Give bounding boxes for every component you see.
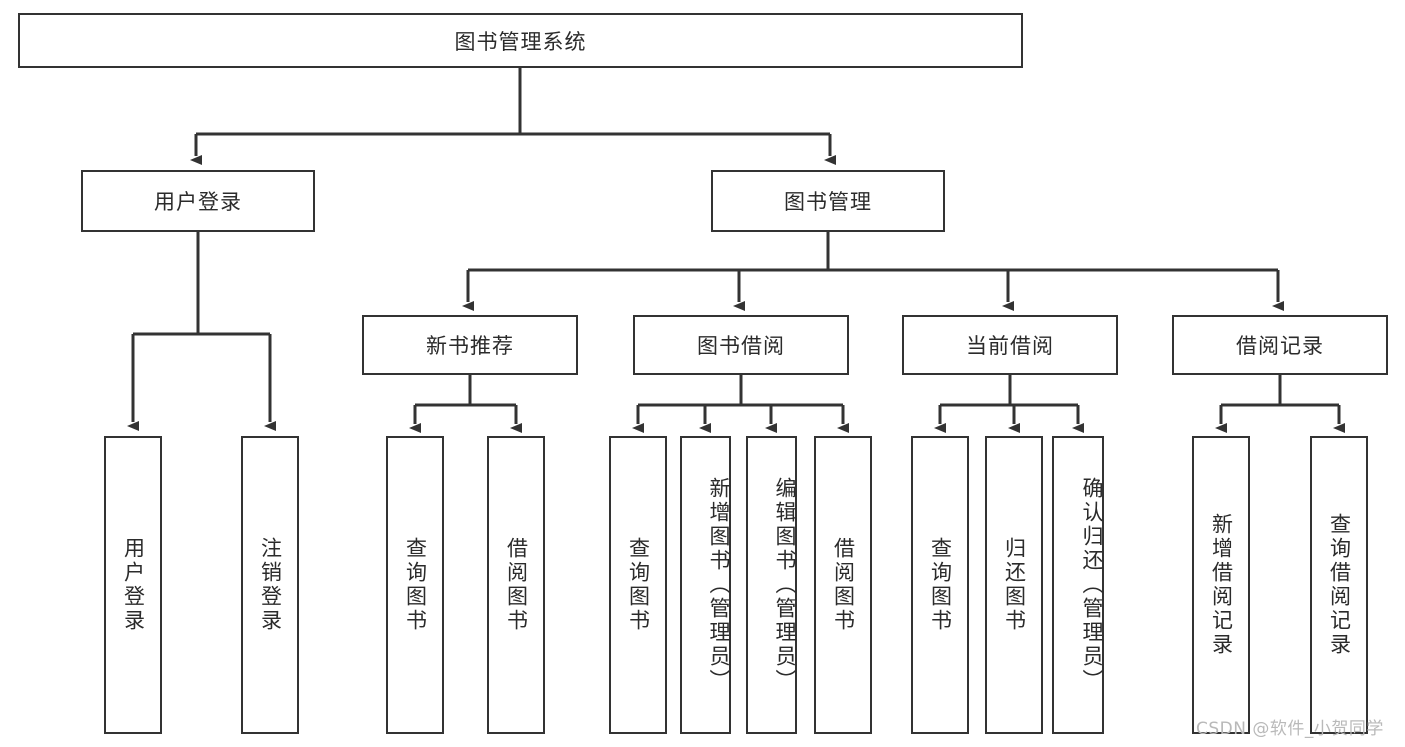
leaf-add-book-admin-label: 新增图书（管理员） bbox=[707, 477, 731, 693]
watermark: CSDN @软件_小贺同学 bbox=[1196, 719, 1384, 739]
leaf-borrow-book-recommend-label: 借阅图书 bbox=[504, 537, 529, 633]
leaf-add-book-admin[interactable]: 新增图书（管理员） bbox=[680, 436, 731, 734]
edge-group-borrow-record bbox=[1215, 375, 1345, 433]
node-current-borrow-label: 当前借阅 bbox=[966, 334, 1054, 358]
leaf-user-login[interactable]: 用户登录 bbox=[104, 436, 162, 734]
leaf-confirm-return-admin-label: 确认归还（管理员） bbox=[1080, 477, 1104, 693]
edge-group-book-borrow bbox=[632, 375, 849, 433]
leaf-borrow-book-recommend[interactable]: 借阅图书 bbox=[487, 436, 545, 734]
leaf-return-book[interactable]: 归还图书 bbox=[985, 436, 1043, 734]
node-borrow-record[interactable]: 借阅记录 bbox=[1172, 315, 1388, 375]
node-current-borrow[interactable]: 当前借阅 bbox=[902, 315, 1118, 375]
leaf-query-book-current[interactable]: 查询图书 bbox=[911, 436, 969, 734]
leaf-edit-book-admin-label: 编辑图书（管理员） bbox=[773, 477, 797, 693]
node-book-management[interactable]: 图书管理 bbox=[711, 170, 945, 232]
node-book-borrow-label: 图书借阅 bbox=[697, 334, 785, 358]
node-new-book-recommend[interactable]: 新书推荐 bbox=[362, 315, 578, 375]
node-book-management-label: 图书管理 bbox=[784, 190, 872, 214]
leaf-query-book-recommend[interactable]: 查询图书 bbox=[386, 436, 444, 734]
edge-group-book-management bbox=[462, 232, 1284, 311]
leaf-add-borrow-record-label: 新增借阅记录 bbox=[1209, 513, 1234, 657]
leaf-query-book-recommend-label: 查询图书 bbox=[403, 537, 428, 633]
leaf-logout-login-label: 注销登录 bbox=[258, 537, 283, 633]
leaf-query-book-current-label: 查询图书 bbox=[928, 537, 953, 633]
leaf-query-borrow-record[interactable]: 查询借阅记录 bbox=[1310, 436, 1368, 734]
edge-group-current-borrow bbox=[934, 375, 1084, 433]
node-root[interactable]: 图书管理系统 bbox=[18, 13, 1023, 68]
leaf-confirm-return-admin[interactable]: 确认归还（管理员） bbox=[1052, 436, 1104, 734]
leaf-add-borrow-record[interactable]: 新增借阅记录 bbox=[1192, 436, 1250, 734]
node-new-book-recommend-label: 新书推荐 bbox=[426, 334, 514, 358]
leaf-query-borrow-record-label: 查询借阅记录 bbox=[1327, 513, 1352, 657]
leaf-borrow-book-label: 借阅图书 bbox=[831, 537, 856, 633]
node-borrow-record-label: 借阅记录 bbox=[1236, 334, 1324, 358]
leaf-query-book-borrow-label: 查询图书 bbox=[626, 537, 651, 633]
leaf-query-book-borrow[interactable]: 查询图书 bbox=[609, 436, 667, 734]
node-book-borrow[interactable]: 图书借阅 bbox=[633, 315, 849, 375]
edge-group-root bbox=[190, 68, 836, 165]
leaf-edit-book-admin[interactable]: 编辑图书（管理员） bbox=[746, 436, 797, 734]
node-user-login-label: 用户登录 bbox=[154, 190, 242, 214]
leaf-user-login-label: 用户登录 bbox=[121, 537, 146, 633]
edge-group-new-book-recommend bbox=[409, 375, 522, 433]
leaf-borrow-book[interactable]: 借阅图书 bbox=[814, 436, 872, 734]
leaf-return-book-label: 归还图书 bbox=[1002, 537, 1027, 633]
node-root-label: 图书管理系统 bbox=[454, 29, 587, 54]
node-user-login[interactable]: 用户登录 bbox=[81, 170, 315, 232]
edge-group-user-login bbox=[127, 232, 276, 431]
leaf-logout-login[interactable]: 注销登录 bbox=[241, 436, 299, 734]
